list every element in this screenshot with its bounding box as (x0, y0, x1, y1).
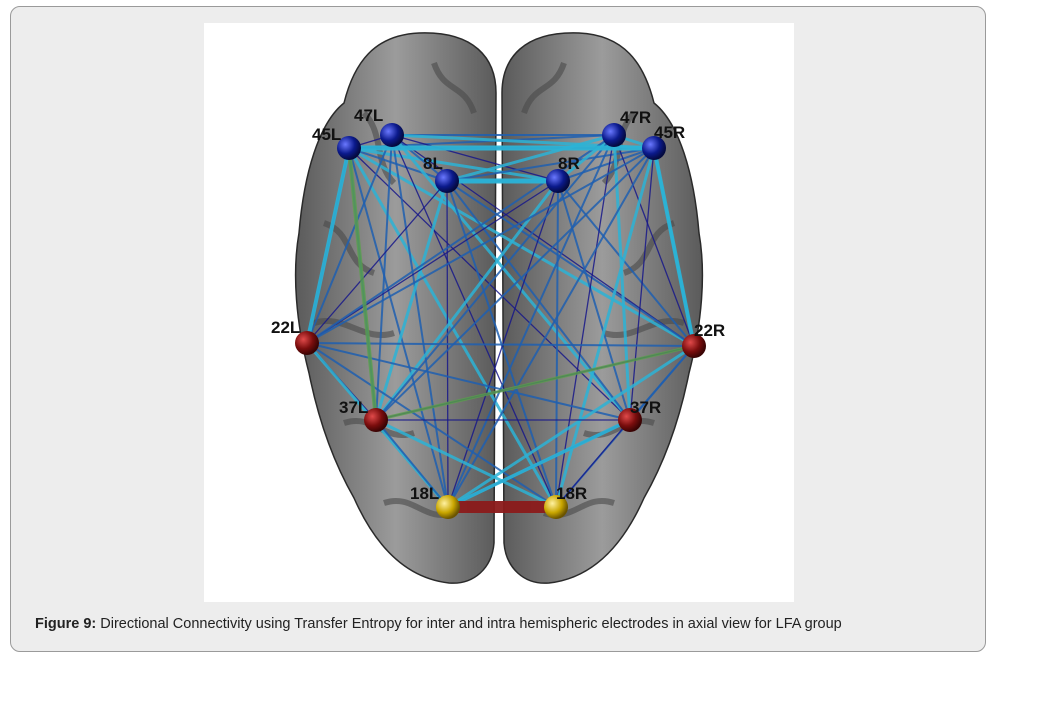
link-8L-22L (306, 180, 448, 344)
link-22R-37L-green (374, 344, 696, 422)
link-8R-22L (306, 180, 559, 344)
electrode-label-47R: 47R (620, 108, 651, 127)
electrode-label-22R: 22R (694, 321, 725, 340)
brain-left-hemisphere (294, 32, 497, 584)
link-47R-22L (306, 134, 615, 344)
electrode-45R (642, 136, 666, 160)
electrode-label-37L: 37L (339, 398, 368, 417)
electrode-nodes (295, 123, 706, 519)
electrode-label-8R: 8R (558, 154, 580, 173)
link-8L-47R (445, 133, 616, 183)
connectivity-links (305, 133, 696, 513)
link-8L-37L (374, 179, 449, 422)
caption-label: Figure 9: (35, 616, 97, 632)
electrode-label-18R: 18R (556, 484, 587, 503)
caption-text: Directional Connectivity using Transfer … (96, 616, 842, 632)
electrode-22R (682, 334, 706, 358)
link-47L-18L (391, 134, 449, 508)
link-22R-18L (446, 344, 696, 509)
link-37L-18L (375, 419, 449, 508)
electrode-45L (337, 136, 361, 160)
link-8R-37L (374, 179, 560, 422)
link-45L-22L-strong (305, 146, 351, 345)
link-37R-18R (555, 419, 631, 508)
electrode-47R (602, 123, 626, 147)
link-45L-8L (348, 147, 448, 182)
link-8R-47R (556, 133, 616, 183)
electrode-47L (380, 123, 404, 147)
link-8R-45R (557, 147, 655, 182)
link-45R-22R-strong (652, 146, 696, 348)
link-47L-22L (306, 134, 393, 344)
brain-right-hemisphere (501, 32, 704, 584)
link-45L-37L-green (347, 146, 378, 422)
link-18L-37R-strong (446, 418, 632, 509)
link-37L-18R (374, 418, 558, 509)
link-47L-37R (390, 133, 632, 422)
electrode-label-45R: 45R (654, 123, 685, 142)
link-47L-37L (375, 134, 393, 421)
electrode-8L (435, 169, 459, 193)
link-47R-22R (613, 134, 695, 347)
electrode-label-18L: 18L (410, 484, 439, 503)
link-8L-22R (446, 180, 695, 347)
link-47R-18L (447, 134, 615, 508)
electrode-18R (544, 495, 568, 519)
link-47L-18R (391, 134, 557, 508)
link-8R-37R (557, 180, 631, 421)
link-45R-37R (629, 147, 655, 421)
electrode-37R (618, 408, 642, 432)
electrode-22L (295, 331, 319, 355)
link-22L-18R (306, 342, 557, 508)
link-22L-37R (306, 342, 631, 421)
link-22L-22R (306, 342, 695, 347)
link-8L-45R (446, 147, 655, 182)
link-8L-37R (446, 180, 631, 421)
figure-caption: Figure 9: Directional Connectivity using… (35, 616, 842, 632)
link-47R-37L (375, 134, 615, 421)
electrode-8R (546, 169, 570, 193)
electrode-label-47L: 47L (354, 106, 383, 125)
electrode-label-8L: 8L (423, 154, 443, 173)
electrode-37L (364, 408, 388, 432)
link-45R-18L (447, 147, 655, 508)
electrode-18L (436, 495, 460, 519)
link-47L-8R (391, 134, 559, 182)
electrode-label-22L: 22L (271, 318, 300, 337)
electrode-label-45L: 45L (312, 125, 341, 144)
link-47R-37R (612, 133, 632, 422)
link-45R-37L (375, 147, 655, 421)
electrode-label-37R: 37R (630, 398, 661, 417)
